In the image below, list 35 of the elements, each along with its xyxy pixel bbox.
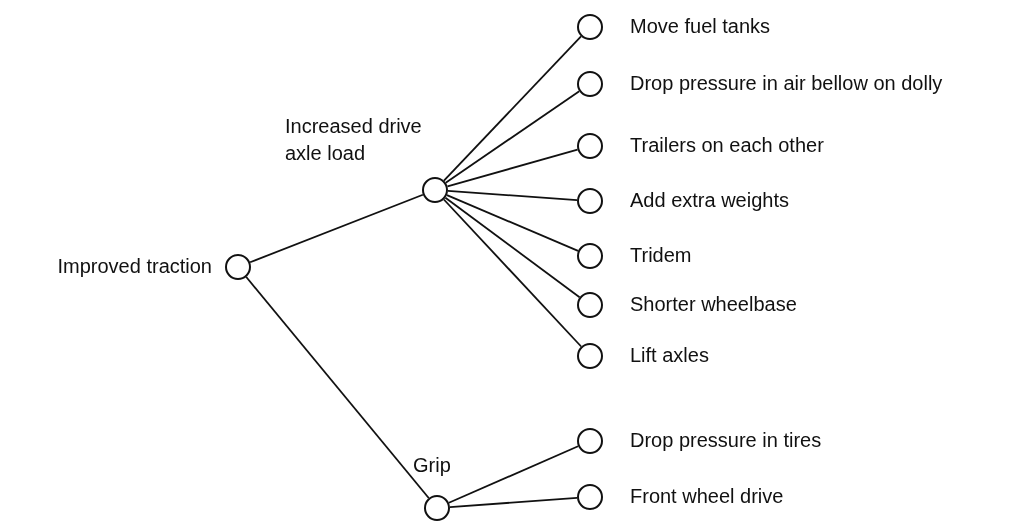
connector-line xyxy=(446,194,579,252)
connector-line xyxy=(245,276,430,499)
node-label: Increased drive axle load xyxy=(285,114,423,166)
node-circle xyxy=(577,188,603,214)
node-circle xyxy=(424,495,450,521)
node-label: Improved traction xyxy=(57,254,212,279)
node-circle xyxy=(577,343,603,369)
node-label: Shorter wheelbase xyxy=(630,292,797,317)
node-circle xyxy=(422,177,448,203)
node-circle xyxy=(577,243,603,269)
connector-line xyxy=(446,148,579,188)
node-label: Tridem xyxy=(630,243,692,268)
node-label: Front wheel drive xyxy=(630,484,784,509)
connector-line xyxy=(449,497,578,508)
connector-line xyxy=(448,445,579,504)
node-circle xyxy=(577,484,603,510)
node-circle xyxy=(577,14,603,40)
node-circle xyxy=(577,292,603,318)
node-label: Move fuel tanks xyxy=(630,14,771,39)
connector-line xyxy=(442,198,583,348)
connector-line xyxy=(444,90,581,184)
node-circle xyxy=(577,428,603,454)
node-circle xyxy=(577,133,603,159)
connector-line xyxy=(444,196,581,299)
node-label: Trailers on each other xyxy=(630,133,824,158)
node-label: Add extra weights xyxy=(630,188,789,213)
node-circle xyxy=(225,254,251,280)
connector-line xyxy=(447,190,578,201)
node-label: Lift axles xyxy=(630,343,709,368)
connector-line xyxy=(249,193,424,264)
node-label: Drop pressure in air bellow on dolly xyxy=(630,71,943,96)
node-label: Grip xyxy=(413,453,451,478)
node-label: Drop pressure in tires xyxy=(630,428,822,453)
connector-line xyxy=(443,35,582,182)
node-circle xyxy=(577,71,603,97)
